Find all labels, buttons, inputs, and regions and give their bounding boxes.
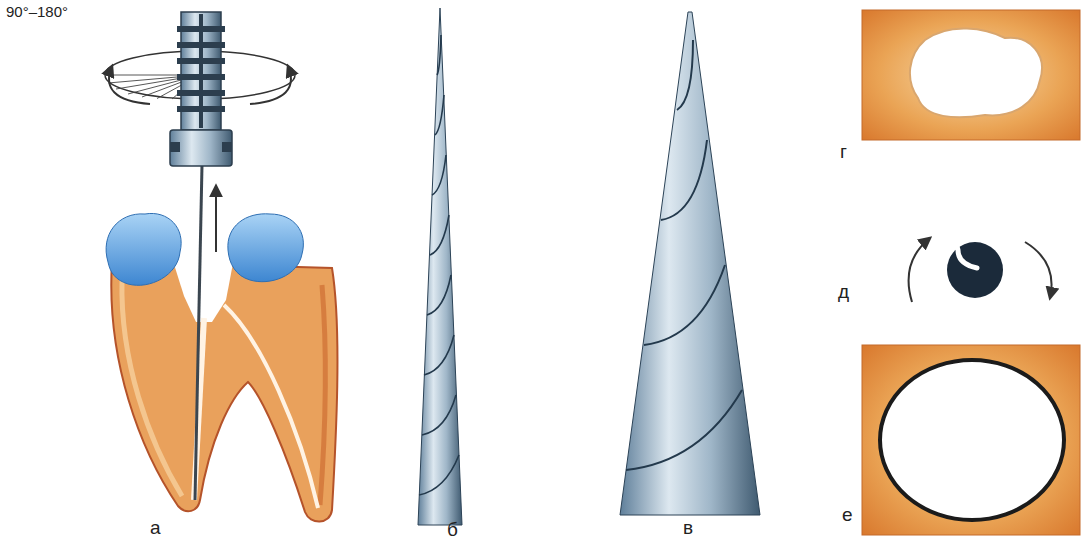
rotation-arrow: [109, 66, 150, 104]
angle-label: 90°–180°: [6, 4, 68, 21]
file-cross-section: [909, 238, 1052, 302]
rotation-arrow: [909, 238, 930, 302]
canal-section-after: [862, 345, 1080, 535]
file-shaft: [195, 165, 202, 500]
rotation-arrow: [1025, 242, 1052, 298]
file-detail-thin: [418, 8, 462, 525]
endodontic-file: [170, 12, 232, 500]
round-canal: [880, 360, 1064, 520]
flute-edges: [626, 40, 742, 470]
root-canal: [224, 305, 318, 508]
cotton-roll: [106, 213, 181, 285]
root-shading: [122, 280, 182, 496]
cotton-roll: [228, 214, 304, 282]
access-cavity: [172, 258, 234, 322]
file-detail-wide: [620, 12, 760, 515]
panel-letter: д: [838, 282, 849, 303]
root-shading: [320, 285, 325, 505]
irregular-canal: [910, 28, 1042, 117]
flute-groove: [944, 243, 977, 268]
file-cone: [620, 12, 760, 515]
flute-edges: [419, 35, 459, 495]
handle-collar: [170, 130, 232, 166]
canal-section-before: [862, 10, 1080, 140]
panel-letter: б: [447, 520, 458, 541]
panel-letter: в: [683, 518, 693, 539]
insertion-arrow: [215, 186, 217, 252]
file-cone: [418, 8, 462, 525]
panel-letter: а: [150, 518, 161, 539]
dentin-block: [862, 345, 1080, 535]
handle-grooves: [177, 14, 225, 128]
dentin-block: [862, 10, 1080, 140]
collar-notch: [170, 142, 180, 152]
rotation-arrow: [250, 66, 291, 104]
panel-letter: е: [842, 505, 853, 526]
panel-letter: г: [840, 142, 847, 163]
tooth: [106, 186, 337, 522]
collar-notch: [222, 142, 232, 152]
